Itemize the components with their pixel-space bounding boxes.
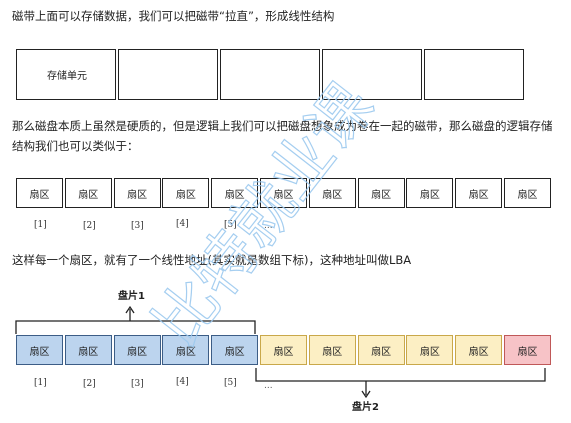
sector-label: 扇区 — [175, 189, 196, 201]
sector-label: 扇区 — [224, 189, 245, 201]
sector-cell-platter2-end: 扇区 — [503, 335, 551, 365]
index-label: [5] — [224, 220, 237, 230]
sector-label: 扇区 — [322, 346, 343, 358]
sector-cell-platter1: 扇区 — [113, 335, 161, 365]
sector-cell-platter1: 扇区 — [64, 335, 112, 365]
sector-cell-platter2: 扇区 — [357, 335, 405, 365]
tape-cell — [118, 49, 218, 100]
storage-unit-cell: 存储单元 — [16, 49, 116, 100]
index-label: [2] — [83, 379, 96, 389]
sector-cell-platter2: 扇区 — [259, 335, 307, 365]
index-label: [1] — [34, 220, 47, 230]
sector-cell-platter1: 扇区 — [162, 335, 210, 365]
index-label: [2] — [83, 221, 96, 231]
sector-cell-platter1: 扇区 — [16, 335, 63, 365]
sector-cell-platter2: 扇区 — [308, 335, 356, 365]
intro-text: 磁带上面可以存储数据，我们可以把磁带“拉直”，形成线性结构 — [12, 9, 335, 23]
sector-cell-platter2: 扇区 — [406, 335, 454, 365]
sector-label: 扇区 — [419, 189, 440, 201]
index-label: [1] — [34, 378, 47, 388]
sector-cell: 扇区 — [162, 178, 210, 208]
sector-row-colored: 扇区 扇区 扇区 扇区 扇区 扇区 扇区 扇区 扇区 扇区 扇区 — [16, 335, 553, 365]
tape-diagram: 存储单元 — [16, 49, 526, 102]
sector-label: 扇区 — [175, 346, 196, 358]
sector-cell: 扇区 — [308, 178, 356, 208]
sector-row-plain: 扇区 扇区 扇区 扇区 扇区 扇区 扇区 扇区 扇区 扇区 扇区 — [16, 178, 553, 208]
index-label: [4] — [176, 377, 189, 387]
tape-cell — [220, 49, 320, 100]
ellipsis: ... — [264, 221, 273, 231]
sector-cell: 扇区 — [357, 178, 405, 208]
lba-text: 这样每一个扇区，就有了一个线性地址(其实就是数组下标)，这种地址叫做LBA — [12, 253, 412, 267]
index-label: [3] — [131, 379, 144, 389]
platter-1-label: 盘片1 — [118, 291, 145, 302]
platter-2-label: 盘片2 — [352, 402, 379, 413]
storage-unit-label: 存储单元 — [47, 71, 87, 82]
tape-cell — [424, 49, 524, 100]
sector-label: 扇区 — [273, 189, 294, 201]
sector-label: 扇区 — [127, 189, 148, 201]
sector-cell: 扇区 — [455, 178, 503, 208]
sector-label: 扇区 — [78, 346, 99, 358]
sector-label: 扇区 — [78, 189, 99, 201]
sector-cell: 扇区 — [211, 178, 259, 208]
sector-cell-platter2: 扇区 — [455, 335, 503, 365]
sector-label: 扇区 — [371, 189, 392, 201]
disk-logic-text: 那么磁盘本质上虽然是硬质的，但是逻辑上我们可以把磁盘想象成为卷在一起的磁带，那么… — [12, 119, 553, 153]
sector-cell-platter1: 扇区 — [211, 335, 259, 365]
sector-label: 扇区 — [371, 346, 392, 358]
watermark-text: 比特就业课 — [139, 70, 387, 359]
sector-label: 扇区 — [29, 189, 50, 201]
sector-label: 扇区 — [224, 346, 245, 358]
sector-label: 扇区 — [322, 189, 343, 201]
sector-cell: 扇区 — [64, 178, 112, 208]
sector-cell: 扇区 — [503, 178, 551, 208]
tape-cell — [322, 49, 422, 100]
sector-label: 扇区 — [127, 346, 148, 358]
index-label: [3] — [131, 221, 144, 231]
sector-cell: 扇区 — [16, 178, 63, 208]
ellipsis: ... — [264, 381, 273, 391]
sector-label: 扇区 — [468, 189, 489, 201]
sector-label: 扇区 — [419, 346, 440, 358]
sector-cell: 扇区 — [259, 178, 307, 208]
sector-cell: 扇区 — [113, 178, 161, 208]
sector-label: 扇区 — [468, 346, 489, 358]
sector-label: 扇区 — [517, 346, 538, 358]
sector-label: 扇区 — [273, 346, 294, 358]
index-label: [5] — [224, 378, 237, 388]
sector-cell: 扇区 — [406, 178, 454, 208]
sector-label: 扇区 — [29, 346, 50, 358]
sector-label: 扇区 — [517, 189, 538, 201]
index-label: [4] — [176, 219, 189, 229]
